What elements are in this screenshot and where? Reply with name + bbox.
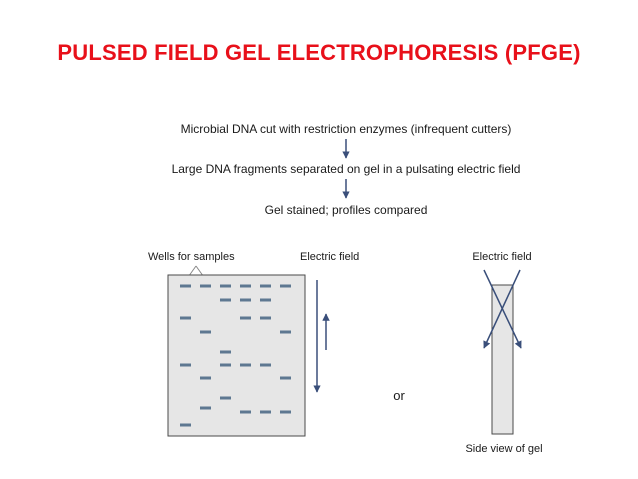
flow-step-2: Large DNA fragments separated on gel in …: [172, 162, 521, 176]
dna-band: [240, 316, 251, 320]
dna-band: [240, 298, 251, 302]
gel-side-view: Electric field Side view of gel: [465, 251, 542, 455]
side-gel-slab: [491, 284, 514, 435]
gel-top-view: Wells for samples Electric field: [148, 251, 359, 437]
dna-band: [180, 316, 191, 320]
dna-band: [280, 284, 291, 288]
dna-band: [280, 410, 291, 414]
dna-band: [220, 298, 231, 302]
side-view-field-label: Electric field: [472, 251, 531, 263]
dna-band: [280, 376, 291, 380]
slide-title: PULSED FIELD GEL ELECTROPHORESIS (PFGE): [57, 40, 581, 65]
dna-band: [240, 410, 251, 414]
dna-band: [220, 396, 231, 400]
process-flow: Microbial DNA cut with restriction enzym…: [172, 122, 521, 217]
dna-band: [200, 284, 211, 288]
field-arrow-diagonal-right: [483, 269, 522, 349]
dna-band: [240, 363, 251, 367]
dna-band: [220, 284, 231, 288]
dna-band: [260, 410, 271, 414]
flow-step-3: Gel stained; profiles compared: [265, 203, 428, 217]
dna-band: [200, 406, 211, 410]
dna-band: [260, 298, 271, 302]
dna-band: [200, 330, 211, 334]
gel-slab: [167, 274, 306, 437]
flow-step-1: Microbial DNA cut with restriction enzym…: [181, 122, 512, 136]
dna-band: [220, 350, 231, 354]
side-view-caption: Side view of gel: [465, 443, 542, 455]
dna-band: [180, 423, 191, 427]
dna-band: [260, 363, 271, 367]
band-layer: [180, 284, 291, 427]
dna-band: [260, 284, 271, 288]
or-label: or: [393, 388, 405, 403]
dna-band: [260, 316, 271, 320]
dna-band: [220, 363, 231, 367]
dna-band: [280, 330, 291, 334]
dna-band: [180, 363, 191, 367]
top-view-field-label: Electric field: [300, 251, 359, 263]
dna-band: [200, 376, 211, 380]
dna-band: [240, 284, 251, 288]
dna-band: [180, 284, 191, 288]
wells-label: Wells for samples: [148, 251, 235, 263]
